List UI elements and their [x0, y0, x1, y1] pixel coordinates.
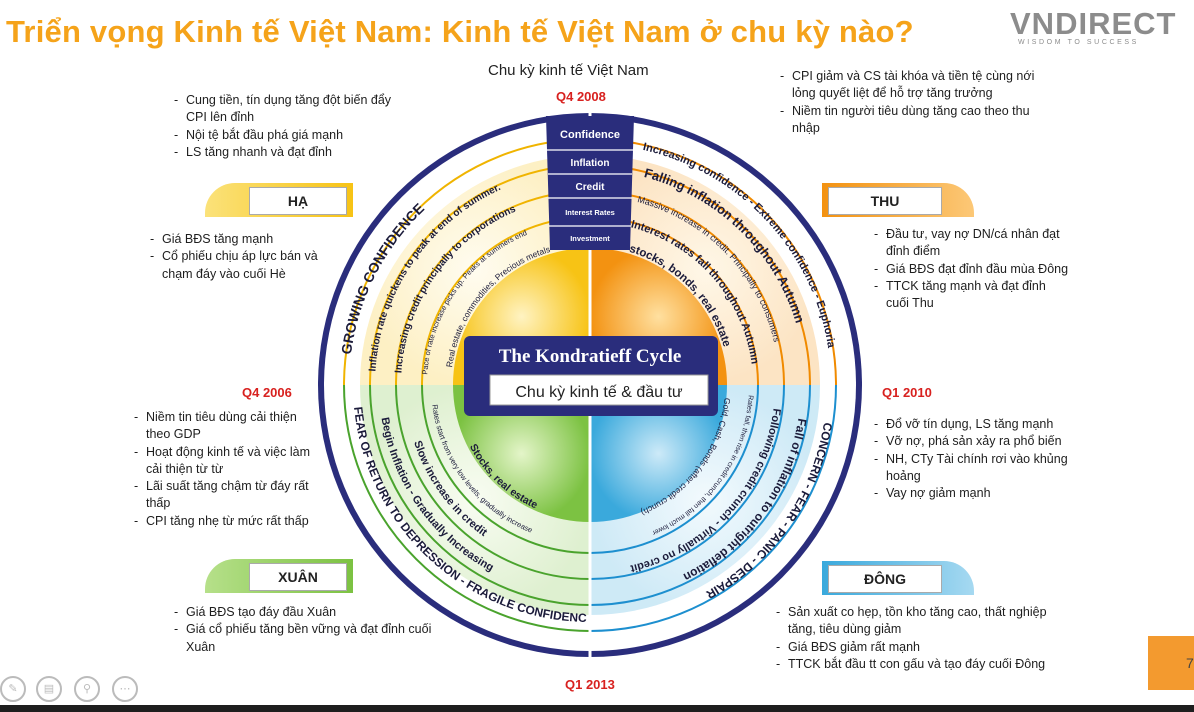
- quarter-label-left: Q4 2006: [242, 385, 292, 400]
- legend-credit: Credit: [576, 182, 606, 193]
- note-item: Giá cổ phiếu tăng bền vững và đạt đỉnh c…: [172, 621, 442, 656]
- quarter-label-bottom: Q1 2013: [565, 677, 615, 692]
- legend-interest-rates: Interest Rates: [565, 208, 615, 217]
- notes-right-mid: Đổ vỡ tín dụng, LS tăng mạnh Vỡ nợ, phá …: [872, 416, 1072, 503]
- note-item: Niềm tin tiêu dùng cải thiện theo GDP: [132, 409, 322, 444]
- ring-lines: [343, 138, 837, 632]
- pen-icon[interactable]: ✎: [0, 676, 26, 702]
- page-number-tab: [1148, 636, 1194, 690]
- center-subtitle-box: [489, 374, 709, 406]
- note-item: Hoạt động kinh tế và việc làm cải thiện …: [132, 444, 322, 479]
- season-tab-spring: XUÂN: [205, 559, 353, 593]
- note-item: CPI tăng nhẹ từ mức rất thấp: [132, 513, 322, 531]
- note-item: CPI giảm và CS tài khóa và tiền tệ cùng …: [778, 68, 1038, 103]
- notes-spring: Giá BĐS tạo đáy đầu Xuân Giá cổ phiếu tă…: [172, 604, 442, 656]
- bottom-bar: [0, 705, 1194, 712]
- logo-tagline: WISDOM TO SUCCESS: [1018, 39, 1139, 46]
- page-title: Triển vọng Kinh tế Việt Nam: Kinh tế Việ…: [6, 14, 914, 49]
- notes-winter: Sản xuất co hẹp, tồn kho tăng cao, thất …: [774, 604, 1064, 673]
- vndirect-logo: VNDIRECT WISDOM TO SUCCESS: [1010, 6, 1182, 58]
- season-tab-autumn: THU: [822, 183, 974, 217]
- note-item: Đổ vỡ tín dụng, LS tăng mạnh: [872, 416, 1072, 434]
- note-item: Giá BĐS tạo đáy đầu Xuân: [172, 604, 442, 622]
- slideshow-toolbar: ✎ ▤ ⚲ ⋯: [0, 672, 170, 702]
- note-item: Cung tiền, tín dụng tăng đột biến đẩy CP…: [172, 92, 402, 127]
- spring-inner-quadrant: [453, 385, 590, 522]
- season-label-winter: ĐÔNG: [828, 565, 942, 593]
- note-item: TTCK bắt đầu tt con gấu và tạo đáy cuối …: [774, 656, 1064, 674]
- logo-text: VNDIRECT: [1010, 6, 1177, 41]
- legend-investment: Investment: [570, 234, 610, 243]
- note-item: Giá BĐS đạt đỉnh đầu mùa Đông: [872, 261, 1072, 279]
- quarter-label-right: Q1 2010: [882, 385, 932, 400]
- season-label-summer: HẠ: [249, 187, 347, 215]
- note-item: Đầu tư, vay nợ DN/cá nhân đạt đỉnh điểm: [872, 226, 1072, 261]
- notes-summer: Giá BĐS tăng mạnh Cổ phiếu chịu áp lực b…: [148, 231, 318, 283]
- note-item: Giá BĐS giảm rất mạnh: [774, 639, 1064, 657]
- legend-confidence: Confidence: [560, 129, 620, 141]
- note-item: Vay nợ giảm mạnh: [872, 485, 1072, 503]
- notes-left-mid: Niềm tin tiêu dùng cải thiện theo GDP Ho…: [132, 409, 322, 530]
- note-item: TTCK tăng mạnh và đạt đỉnh cuối Thu: [872, 278, 1072, 313]
- diagram-title: Chu kỳ kinh tế Việt Nam: [488, 62, 649, 79]
- note-item: Niềm tin người tiêu dùng tăng cao theo t…: [778, 103, 1038, 138]
- note-item: LS tăng nhanh và đạt đỉnh: [172, 144, 402, 162]
- note-item: Sản xuất co hẹp, tồn kho tăng cao, thất …: [774, 604, 1064, 639]
- note-item: Lãi suất tăng chậm từ đáy rất thấp: [132, 478, 322, 513]
- season-tab-winter: ĐÔNG: [822, 561, 974, 595]
- season-label-spring: XUÂN: [249, 563, 347, 591]
- note-item: Vỡ nợ, phá sản xảy ra phổ biến: [872, 433, 1072, 451]
- notes-autumn: Đầu tư, vay nợ DN/cá nhân đạt đỉnh điểm …: [872, 226, 1072, 312]
- note-item: Nội tệ bắt đầu phá giá mạnh: [172, 127, 402, 145]
- season-tab-summer: HẠ: [205, 183, 353, 217]
- season-label-autumn: THU: [828, 187, 942, 215]
- slides-icon[interactable]: ▤: [36, 676, 62, 702]
- more-icon[interactable]: ⋯: [112, 676, 138, 702]
- page-number: 7: [1186, 655, 1194, 671]
- notes-top-left: Cung tiền, tín dụng tăng đột biến đẩy CP…: [172, 92, 402, 161]
- center-subtitle: Chu kỳ kinh tế & đầu tư: [515, 384, 683, 401]
- note-item: NH, CTy Tài chính rơi vào khủng hoảng: [872, 451, 1072, 486]
- note-item: Cổ phiếu chịu áp lực bán và chạm đáy vào…: [148, 248, 318, 283]
- note-item: Giá BĐS tăng mạnh: [148, 231, 318, 249]
- notes-top-right: CPI giảm và CS tài khóa và tiền tệ cùng …: [778, 68, 1038, 137]
- winter-inner-quadrant: [590, 385, 727, 522]
- quarter-label-top: Q4 2008: [556, 89, 606, 104]
- legend-inflation: Inflation: [571, 158, 610, 169]
- zoom-icon[interactable]: ⚲: [74, 676, 100, 702]
- center-title: The Kondratieff Cycle: [499, 346, 682, 367]
